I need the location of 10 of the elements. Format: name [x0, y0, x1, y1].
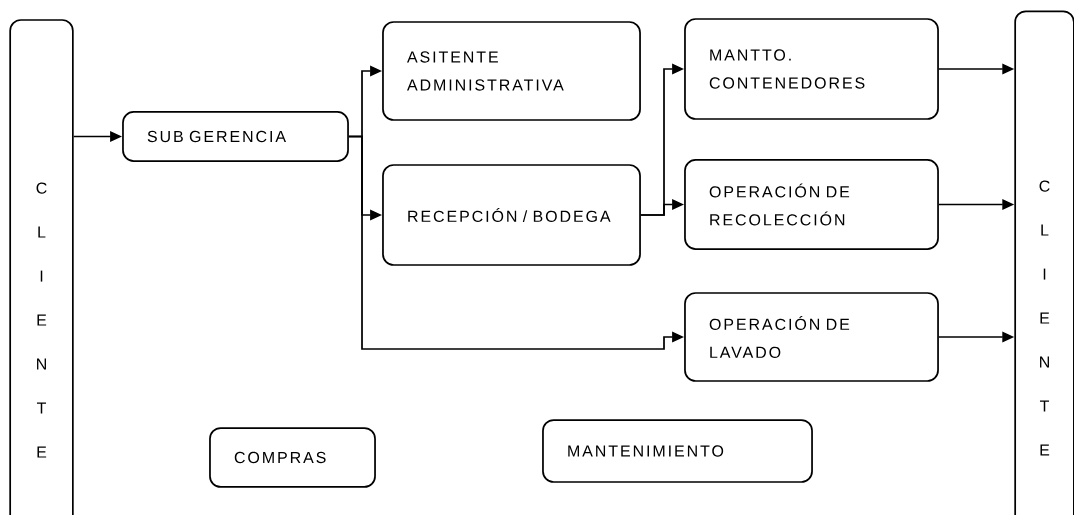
- process-box: SUB GERENCIA: [122, 111, 349, 162]
- process-box: MANTENIMIENTO: [542, 419, 813, 483]
- client-bar: C L I E N T E: [1014, 10, 1074, 515]
- process-box: RECEPCIÓN / BODEGA: [382, 164, 641, 266]
- client-bar: C L I E N T E: [9, 19, 74, 515]
- process-box: COMPRAS: [209, 427, 376, 488]
- process-box: OPERACIÓN DE RECOLECCIÓN: [684, 159, 939, 250]
- process-box: MANTTO. CONTENEDORES: [684, 18, 939, 120]
- process-box: OPERACIÓN DE LAVADO: [684, 292, 939, 382]
- process-box: ASITENTE ADMINISTRATIVA: [382, 21, 641, 121]
